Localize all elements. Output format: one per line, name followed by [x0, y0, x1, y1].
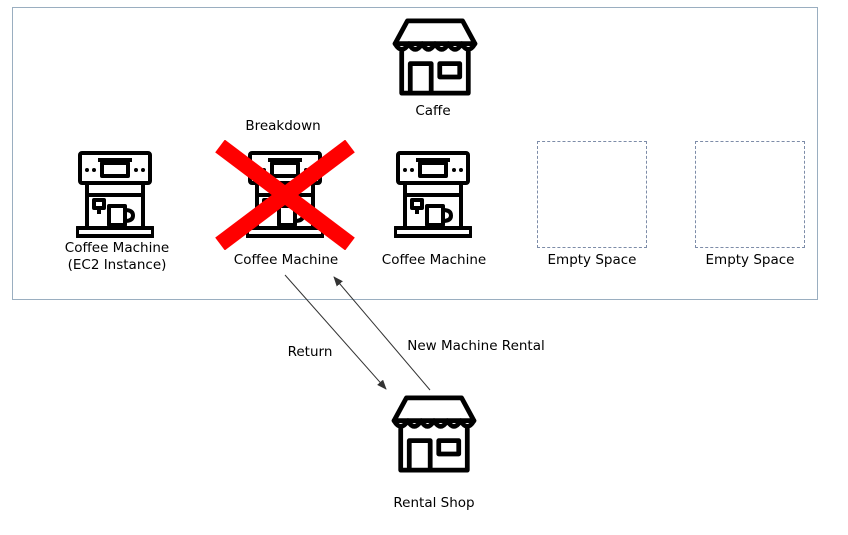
rental-shop-label: Rental Shop — [393, 495, 475, 511]
cafe-boundary — [12, 7, 818, 300]
rental-shop-icon — [389, 395, 479, 473]
machine-3-label: Coffee Machine — [381, 252, 487, 268]
empty-space-slot — [695, 141, 805, 248]
rental-arrow — [333, 276, 431, 391]
empty-space-slot — [537, 141, 647, 248]
empty-space-label: Empty Space — [547, 252, 637, 268]
machine-1-label-line2: (EC2 Instance) — [67, 257, 167, 273]
cafe-label: Caffe — [415, 103, 451, 119]
return-arrow — [284, 274, 387, 390]
rental-label: New Machine Rental — [407, 338, 545, 354]
machine-2-label: Coffee Machine — [233, 252, 339, 268]
machine-1-label-line1: Coffee Machine — [64, 240, 170, 256]
empty-space-label: Empty Space — [705, 252, 795, 268]
return-label: Return — [287, 344, 333, 360]
breakdown-label: Breakdown — [245, 118, 321, 134]
breakdown-cross-icon — [215, 140, 355, 250]
